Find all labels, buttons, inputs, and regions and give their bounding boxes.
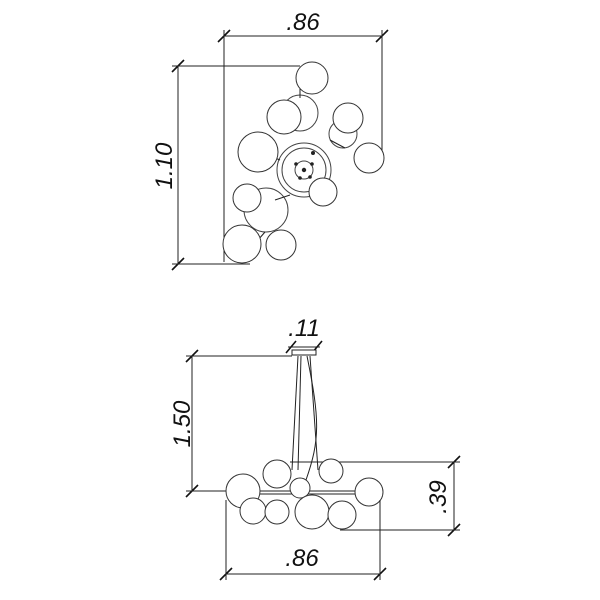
globe [354, 477, 384, 507]
top-height-label: 1.10 [151, 142, 178, 189]
canopy-width-label: .11 [288, 315, 320, 342]
globe [327, 500, 357, 530]
suspension-cables [291, 355, 319, 481]
body-height-dimension: .39 [290, 455, 461, 537]
top-width-label: .86 [286, 9, 320, 36]
top-view-hub [294, 151, 315, 180]
globe [332, 102, 364, 134]
globe [294, 494, 330, 530]
globe [237, 131, 279, 173]
globe [262, 459, 292, 489]
side-width-dimension: .86 [219, 500, 387, 581]
body-height-label: .39 [425, 480, 452, 513]
top-height-dimension: 1.10 [151, 59, 300, 271]
side-view-globes [225, 458, 384, 530]
globe [266, 99, 302, 135]
globe [353, 142, 385, 174]
top-width-dimension: .86 [217, 9, 389, 262]
top-view: .86 1.10 [151, 9, 389, 271]
top-view-globes [222, 61, 385, 264]
ceiling-canopy [291, 349, 317, 356]
globe [289, 477, 311, 499]
side-width-label: .86 [285, 545, 319, 572]
globe [265, 229, 297, 261]
globe [295, 61, 329, 95]
globe [308, 177, 338, 207]
canopy-dimension: .11 [285, 315, 323, 354]
drop-dimension: 1.50 [169, 349, 292, 498]
globe [222, 224, 262, 264]
globe [318, 458, 344, 484]
side-view: .11 1.50 .39 [169, 315, 461, 581]
globe [264, 499, 290, 525]
drop-height-label: 1.50 [169, 400, 196, 447]
globe [232, 183, 262, 213]
globe [239, 497, 267, 525]
